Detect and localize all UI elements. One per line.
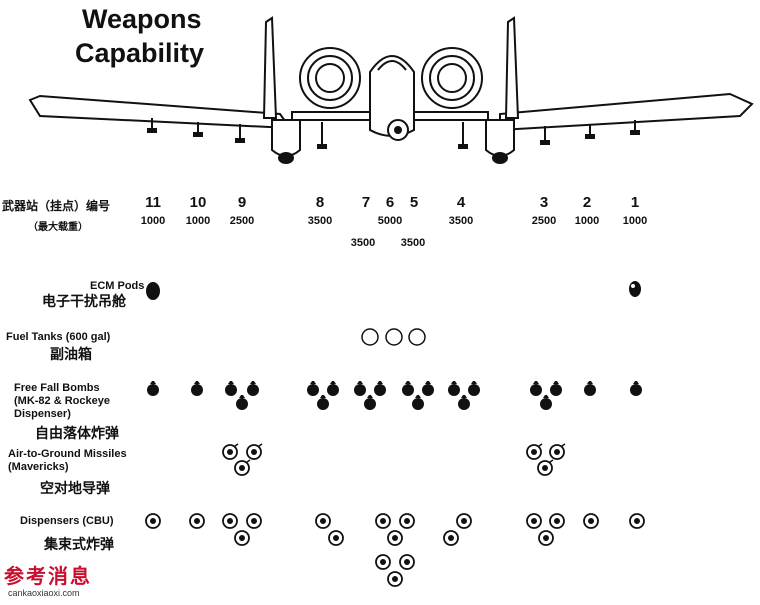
category-missiles-cn: 空对地导弹: [40, 480, 110, 496]
bomb-triple-station-9: [225, 381, 259, 410]
fuel-tank-station-7: [361, 328, 379, 346]
ecm-pod-station-11: [146, 282, 160, 300]
cbu-triple-station-3: [526, 513, 565, 546]
bomb-triple-station-6: [354, 381, 386, 410]
ecm-pod-station-1: [629, 281, 641, 297]
cbu-cluster-station-6: [375, 513, 415, 587]
station-1: 1: [630, 194, 640, 211]
load-8: 3500: [307, 215, 333, 227]
bomb-station-2: [584, 381, 596, 396]
cbu-station-10: [189, 513, 205, 529]
fuel-tank-station-6: [385, 328, 403, 346]
bomb-triple-station-5: [402, 381, 434, 410]
category-dispensers-cn: 集束式炸弹: [44, 536, 114, 552]
bomb-station-10: [191, 381, 203, 396]
load-4: 3500: [448, 215, 474, 227]
load-6: 5000: [377, 215, 403, 227]
watermark-url: cankaoxiaoxi.com: [8, 588, 80, 598]
load-9: 2500: [229, 215, 255, 227]
missile-triple-station-3: [526, 443, 566, 476]
station-8: 8: [315, 194, 325, 211]
category-fuel-en: Fuel Tanks (600 gal): [6, 331, 111, 343]
cbu-pair-station-8: [315, 513, 344, 546]
watermark-logo: 参考消息: [4, 566, 92, 588]
station-header: 武器站（挂点）编号: [2, 199, 111, 213]
missile-triple-station-9: [222, 443, 263, 476]
load-11: 1000: [140, 215, 166, 227]
station-3: 3: [539, 194, 549, 211]
bomb-station-11: [147, 381, 159, 396]
load-7: 3500: [350, 237, 376, 249]
category-fuel-cn: 副油箱: [50, 346, 92, 362]
cbu-triple-station-9: [222, 513, 262, 546]
fuel-tank-station-5: [408, 328, 426, 346]
cbu-station-2: [583, 513, 599, 529]
category-ecm-cn: 电子干扰吊舱: [42, 293, 126, 309]
category-bombs-cn: 自由落体炸弹: [35, 425, 119, 441]
bomb-triple-station-3: [530, 381, 562, 410]
station-4: 4: [456, 194, 466, 211]
category-bombs-en: Free Fall Bombs (MK-82 & Rockeye Dispens…: [14, 382, 110, 420]
category-dispensers-en: Dispensers (CBU): [20, 515, 114, 527]
cbu-station-1: [629, 513, 645, 529]
load-10: 1000: [185, 215, 211, 227]
station-11: 11: [145, 194, 161, 211]
title-line-1: Weapons: [82, 4, 202, 34]
load-5: 3500: [400, 237, 426, 249]
station-10: 10: [189, 194, 207, 211]
station-6: 6: [385, 194, 395, 211]
station-9: 9: [237, 194, 247, 211]
category-ecm-en: ECM Pods: [90, 280, 145, 292]
bomb-station-1: [630, 381, 642, 396]
load-3: 2500: [531, 215, 557, 227]
load-2: 1000: [574, 215, 600, 227]
station-7: 7: [361, 194, 371, 211]
bomb-triple-station-8: [307, 381, 339, 410]
title-line-2: Capability: [75, 38, 205, 68]
load-header: （最大载重）: [28, 222, 88, 233]
cbu-station-11: [145, 513, 161, 529]
station-2: 2: [582, 194, 592, 211]
load-1: 1000: [622, 215, 648, 227]
category-missiles-en: Air-to-Ground Missiles (Mavericks): [8, 448, 127, 473]
bomb-triple-station-4: [448, 381, 480, 410]
station-5: 5: [409, 194, 419, 211]
cbu-pair-station-4: [443, 513, 472, 546]
